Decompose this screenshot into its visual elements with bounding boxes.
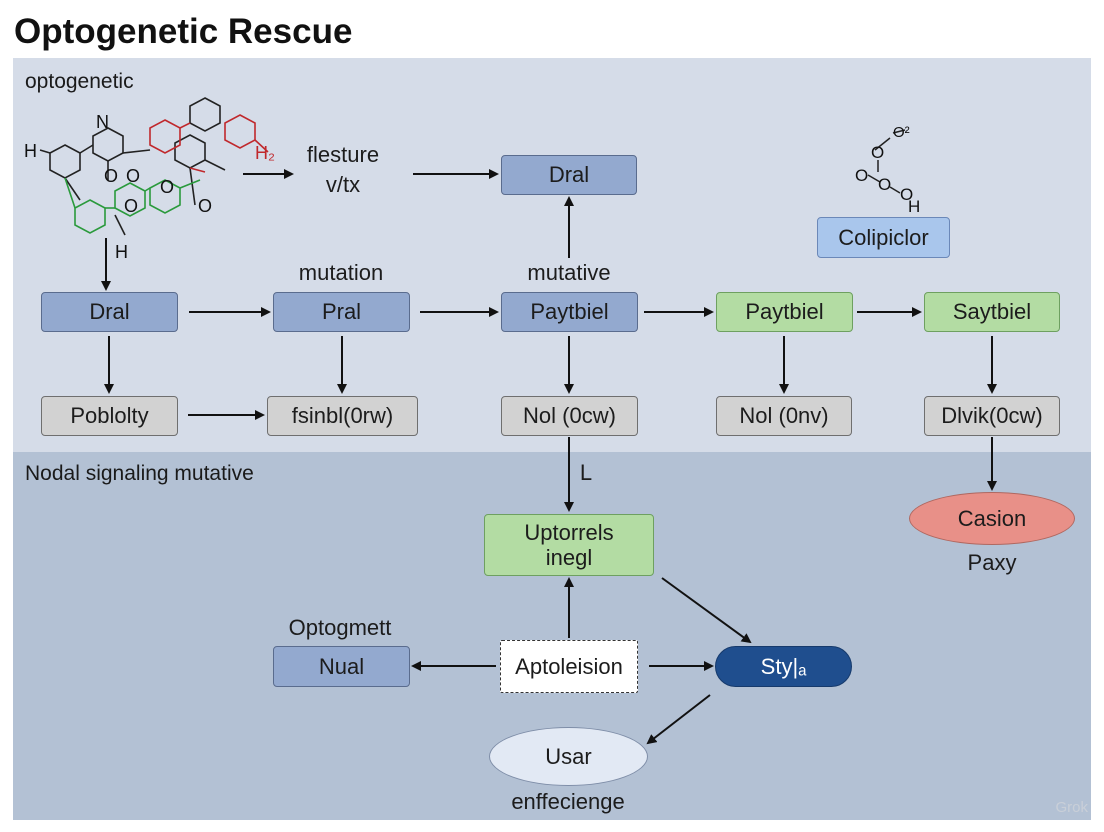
node-styld: Sty|ₐ xyxy=(715,646,852,687)
node-uptorrels: Uptorrels inegl xyxy=(484,514,654,576)
node-dral-top: Dral xyxy=(501,155,637,195)
node-nual: Nual xyxy=(273,646,410,687)
node-nol-onv: Nol (0nv) xyxy=(716,396,852,436)
bottom-region-label: Nodal signaling mutative xyxy=(25,462,254,485)
watermark: Grok xyxy=(1055,799,1088,816)
molecule-atom: H xyxy=(24,141,37,161)
molecule-atom: O xyxy=(126,166,140,186)
small-molecule-atom: O² xyxy=(893,124,910,141)
small-molecule-atom: H xyxy=(908,197,920,216)
node-paytbiel-green: Paytbiel xyxy=(716,292,853,332)
label-enffecienge: enffecienge xyxy=(511,789,625,814)
node-nol-ocw: Nol (0cw) xyxy=(501,396,638,436)
small-molecule-atom: O xyxy=(855,166,868,185)
small-molecule-atom: O xyxy=(871,143,884,162)
arrow xyxy=(646,694,711,745)
label-paxy: Paxy xyxy=(967,550,1017,575)
page-title: Optogenetic Rescue xyxy=(14,12,353,51)
node-fsinbl: fsinbl(0rw) xyxy=(267,396,418,436)
label-flesture: flesture xyxy=(306,142,380,167)
molecule-atom: H₂ xyxy=(255,143,275,163)
node-dral: Dral xyxy=(41,292,178,332)
node-uptorrels-text: Uptorrels inegl xyxy=(524,519,614,570)
label-mutative: mutative xyxy=(527,260,611,285)
node-dlvik: Dlvik(0cw) xyxy=(924,396,1060,436)
molecule-atom: O xyxy=(104,166,118,186)
node-saytbiel: Saytbiel xyxy=(924,292,1060,332)
label-mutation: mutation xyxy=(298,260,384,285)
label-L: L xyxy=(579,460,593,485)
node-colipiclor: Colipiclor xyxy=(817,217,950,258)
node-paytbiel-blue: Paytbiel xyxy=(501,292,638,332)
molecule-atom: O xyxy=(124,196,138,216)
molecule-atom: O xyxy=(160,177,174,197)
label-vtx: v/tx xyxy=(325,172,361,197)
small-molecule-atom: O xyxy=(878,175,891,194)
node-aptoleision: Aptoleision xyxy=(500,640,638,693)
small-molecule-atom: O xyxy=(900,185,913,204)
arrow xyxy=(661,577,752,644)
node-usar: Usar xyxy=(489,727,648,786)
top-region-label: optogenetic xyxy=(25,70,134,93)
molecule-atom: N xyxy=(96,112,109,132)
molecule-structure: H N O O O O O H H₂ xyxy=(24,97,275,262)
molecule-atom: H xyxy=(115,242,128,262)
small-molecule: O O² O O O H xyxy=(855,124,920,216)
node-poblolty: Poblolty xyxy=(41,396,178,436)
node-casion: Casion xyxy=(909,492,1075,545)
node-pral: Pral xyxy=(273,292,410,332)
label-optogmett: Optogmett xyxy=(288,615,392,640)
molecule-atom: O xyxy=(198,196,212,216)
